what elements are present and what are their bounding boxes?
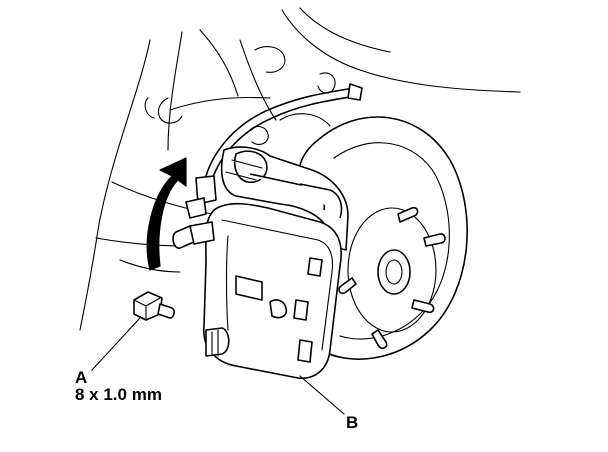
caliper-body [220, 146, 349, 251]
guide-pin [172, 221, 215, 249]
brake-hose [185, 83, 363, 219]
callout-b-letter: B [346, 413, 359, 432]
flange-bolt [133, 291, 175, 321]
leader-line-b [299, 375, 345, 415]
suspension-background [79, 7, 521, 331]
callout-a-spec: 8 x 1.0 mm [75, 385, 162, 404]
caliper-housing [203, 202, 342, 379]
brake-rotor [297, 116, 468, 360]
wheel-studs [338, 206, 446, 350]
callout-a-letter: A [75, 368, 88, 387]
leader-line-a [91, 317, 141, 371]
rotation-arrow-icon [146, 157, 187, 271]
